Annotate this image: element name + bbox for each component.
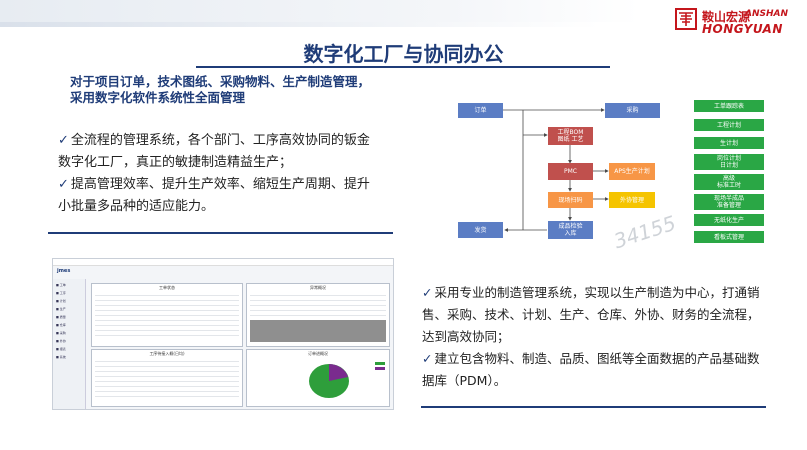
flow-order: 订单 [458, 103, 503, 118]
green-function-list: 工单跟踪表 工程计划 生计划 岗位计划 日计划 高级 标准工时 现场半成品 准备… [694, 100, 764, 245]
right-bullet-list: ✓采用专业的制造管理系统，实现以生产制造为中心，打通销售、采购、技术、计划、生产… [422, 282, 767, 392]
flow-shipping: 发货 [458, 222, 503, 238]
green-item-7: 无纸化生产 [694, 214, 764, 226]
section-heading: 对于项目订单，技术图纸、采购物料、生产制造管理，采用数字化软件系统性全面管理 [70, 74, 371, 105]
flow-inspection: 成品检验 入库 [548, 221, 593, 239]
flow-pmc: PMC [548, 163, 593, 180]
software-screenshot: jmes ■ 工单 ■ 工序 ■ 计划 ■ 生产 ■ 质量 ■ 仓库 ■ 采购 … [52, 258, 394, 410]
flow-engineering-bom: 工程BOM 图纸 工艺 [548, 127, 593, 145]
screenshot-panel-process: 工序待接入概(日均) [91, 349, 243, 407]
screenshot-panel-orders: 工单状态 [91, 283, 243, 347]
right-bullet-1: ✓采用专业的制造管理系统，实现以生产制造为中心，打通销售、采购、技术、计划、生产… [422, 285, 760, 344]
checkmark-icon: ✓ [58, 133, 69, 148]
flow-aps-plan: APS生产计划 [609, 163, 655, 180]
left-bullet-2: ✓提高管理效率、提升生产效率、缩短生产周期、提升小批量多品种的适应能力。 [58, 177, 370, 214]
checkmark-icon: ✓ [422, 351, 433, 366]
green-item-5: 高级 标准工时 [694, 174, 764, 190]
flowchart-connectors [503, 108, 609, 232]
top-banner [0, 0, 640, 22]
top-banner-shadow [0, 22, 600, 27]
company-logo-icon [675, 8, 697, 30]
title-underline [196, 66, 610, 68]
screenshot-titlebar [53, 259, 393, 266]
screenshot-panel-exceptions: 异常概况 [246, 283, 390, 347]
green-item-8: 看板式管理 [694, 231, 764, 243]
left-bullet-1: ✓全流程的管理系统，各个部门、工序高效协同的钣金数字化工厂，真正的敏捷制造精益生… [58, 133, 370, 170]
logo-english-1: ANSHAN [745, 9, 789, 19]
green-item-1: 工单跟踪表 [694, 100, 764, 112]
right-bullet-2: ✓建立包含物料、制造、品质、图纸等全面数据的产品基础数据库（PDM）。 [422, 351, 760, 388]
checkmark-icon: ✓ [58, 177, 69, 192]
right-divider [421, 406, 766, 408]
pie-chart-icon [309, 364, 349, 398]
left-divider [48, 232, 393, 234]
screenshot-logo: jmes [57, 268, 71, 274]
green-item-4: 岗位计划 日计划 [694, 154, 764, 170]
screenshot-sidebar: ■ 工单 ■ 工序 ■ 计划 ■ 生产 ■ 质量 ■ 仓库 ■ 采购 ■ 外协 … [53, 279, 86, 409]
logo-english-2: HONGYUAN [702, 22, 783, 36]
left-bullet-list: ✓全流程的管理系统，各个部门、工序高效协同的钣金数字化工厂，真正的敏捷制造精益生… [58, 130, 378, 218]
green-item-6: 现场半成品 准备管理 [694, 194, 764, 210]
green-item-2: 工程计划 [694, 119, 764, 131]
flow-purchase: 采购 [605, 103, 660, 118]
logo-chinese-name: 鞍山宏源 [702, 10, 751, 24]
checkmark-icon: ✓ [422, 285, 433, 300]
process-flowchart: 订单 采购 工程BOM 图纸 工艺 PMC APS生产计划 现场扫码 外协管理 … [455, 100, 679, 253]
flow-outsourcing: 外协管理 [609, 192, 655, 208]
flow-onsite-scan: 现场扫码 [548, 192, 593, 208]
page-title: 数字化工厂与协同办公 [303, 42, 504, 66]
screenshot-panel-progress: 订单进概况 [246, 349, 390, 407]
green-item-3: 生计划 [694, 137, 764, 149]
